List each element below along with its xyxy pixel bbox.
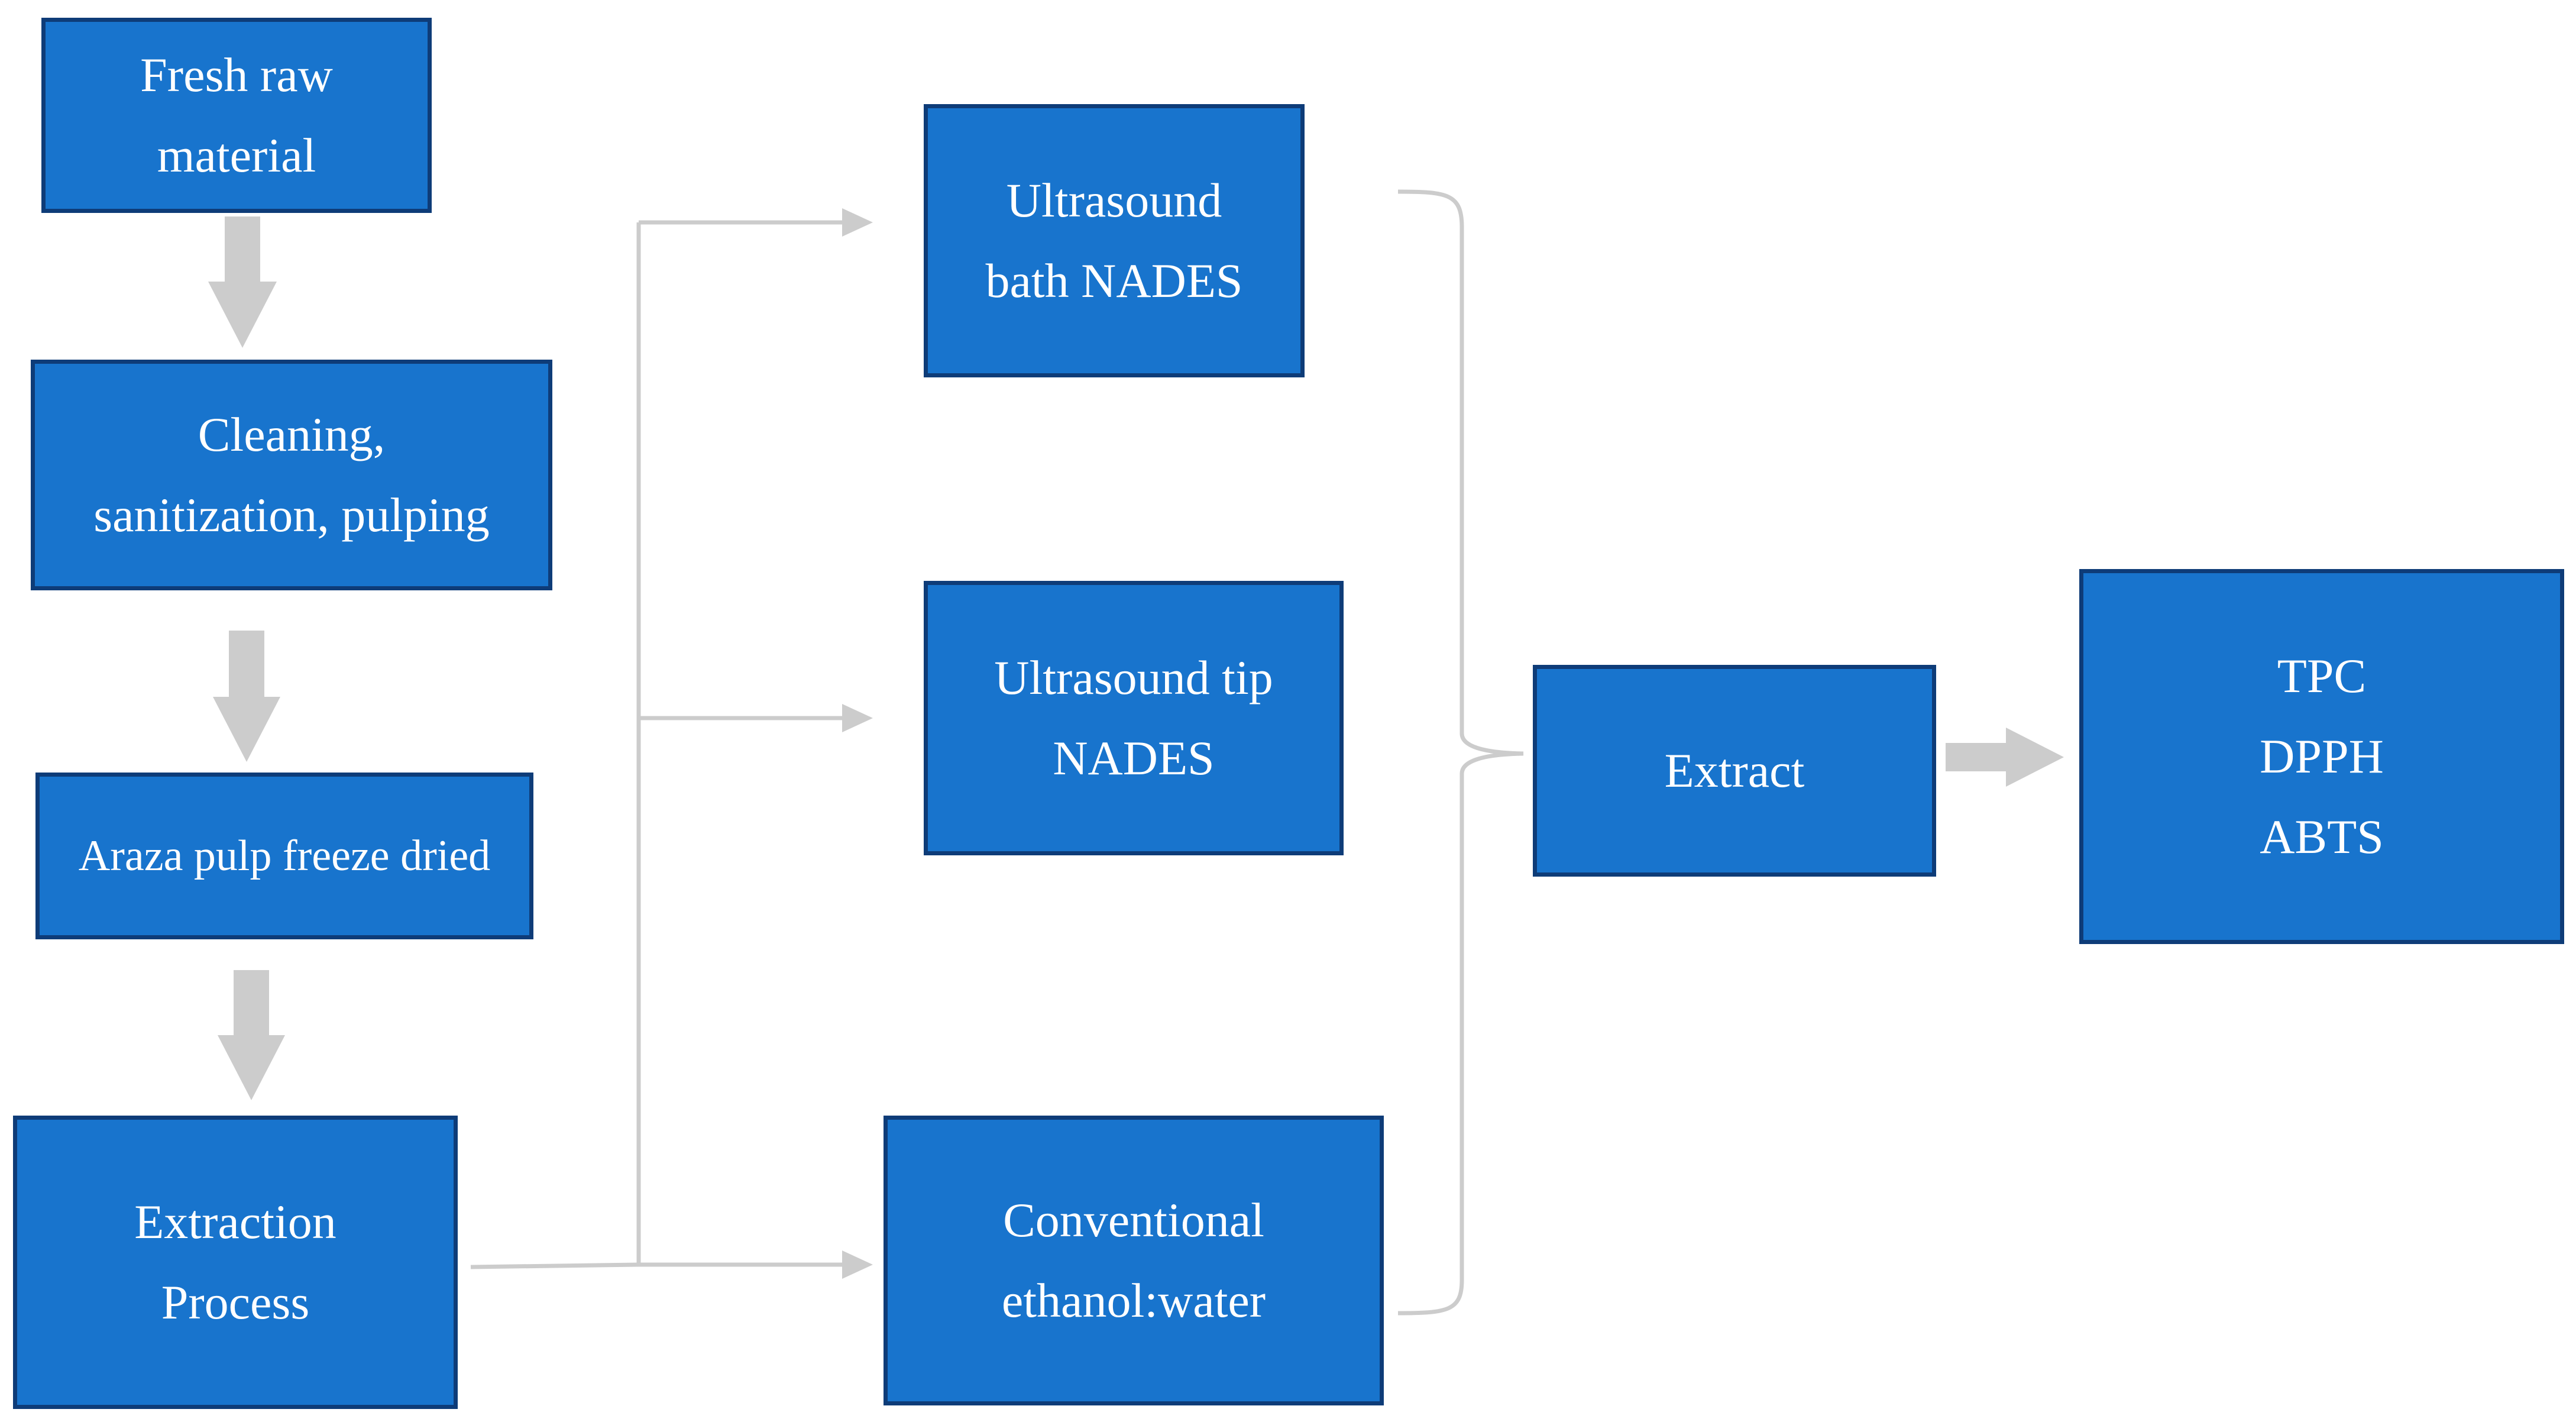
node-ultrasound-tip-nades: Ultrasound tip NADES: [924, 581, 1344, 855]
node-label-line: Extraction: [134, 1195, 336, 1249]
node-fresh-raw-material: Fresh raw material: [41, 18, 432, 213]
arrowhead-to-conventional: [842, 1250, 873, 1279]
node-label-line: NADES: [1053, 731, 1215, 785]
arrow-fresh-to-cleaning: [208, 216, 277, 348]
branch-arrowheads: [842, 208, 873, 1279]
node-extract: Extract: [1533, 665, 1936, 877]
node-label-line: TPC: [2277, 649, 2367, 703]
arrowhead-to-bath: [842, 208, 873, 237]
node-label-line: Extract: [1664, 744, 1805, 797]
node-label-line: ABTS: [2260, 810, 2384, 864]
node-cleaning-sanitization-pulping: Cleaning, sanitization, pulping: [31, 360, 552, 590]
arrow-extract-to-results: [1946, 728, 2064, 787]
node-label-line: bath NADES: [985, 254, 1243, 308]
arrow-cleaning-to-araza: [213, 631, 280, 762]
grouping-brace: [1397, 189, 1524, 1316]
node-label-line: sanitization, pulping: [93, 488, 490, 542]
node-label-line: Process: [161, 1275, 310, 1329]
node-label-line: Araza pulp freeze dried: [78, 832, 491, 880]
node-label-line: ethanol:water: [1001, 1274, 1266, 1327]
node-label-line: Cleaning,: [198, 408, 386, 461]
node-label-line: material: [157, 128, 316, 182]
arrow-araza-to-extraction: [218, 970, 285, 1100]
node-label-line: DPPH: [2260, 729, 2384, 783]
branch-connector: [470, 220, 850, 1269]
node-label-line: Conventional: [1003, 1193, 1264, 1247]
node-label-line: Ultrasound: [1006, 173, 1222, 227]
node-analysis-results: TPC DPPH ABTS: [2079, 569, 2564, 944]
arrowhead-to-tip: [842, 704, 873, 732]
node-conventional-ethanol-water: Conventional ethanol:water: [884, 1116, 1384, 1405]
node-extraction-process: Extraction Process: [13, 1116, 458, 1409]
node-label-line: Ultrasound tip: [994, 651, 1273, 704]
node-araza-pulp-freeze-dried: Araza pulp freeze dried: [35, 773, 533, 939]
node-ultrasound-bath-nades: Ultrasound bath NADES: [924, 104, 1305, 377]
node-label-line: Fresh raw: [140, 48, 333, 102]
